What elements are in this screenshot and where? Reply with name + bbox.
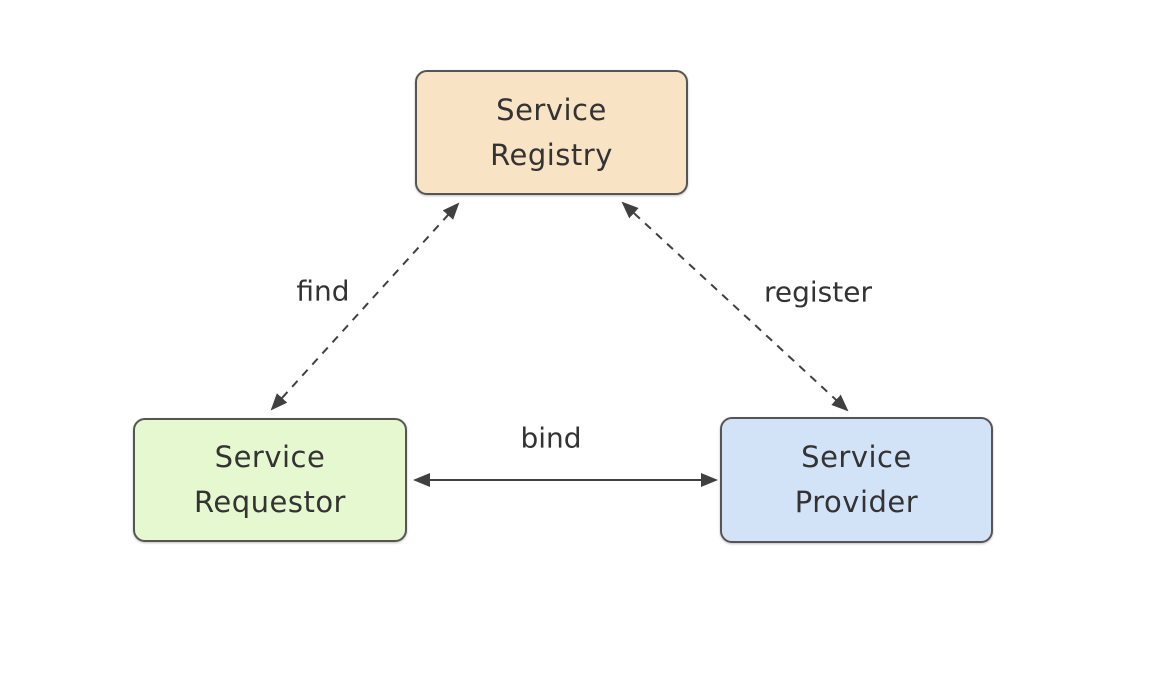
node-service-provider-label-line2: Provider xyxy=(794,485,919,519)
node-service-registry: Service Registry xyxy=(415,70,688,195)
edge-label-register: register xyxy=(760,275,876,309)
node-service-requestor-label-line2: Requestor xyxy=(194,485,346,519)
node-service-provider-label-line1: Service xyxy=(801,440,912,474)
node-service-provider: Service Provider xyxy=(720,417,993,543)
node-service-registry-label-line2: Registry xyxy=(490,137,613,172)
edge-find-line xyxy=(270,202,460,411)
edge-label-find: find xyxy=(292,274,354,308)
edge-label-bind: bind xyxy=(516,421,586,455)
edge-register-line xyxy=(621,201,849,412)
node-service-requestor: Service Requestor xyxy=(133,418,407,542)
node-service-registry-label-line1: Service xyxy=(496,92,607,127)
node-service-requestor-label-line1: Service xyxy=(214,440,326,474)
